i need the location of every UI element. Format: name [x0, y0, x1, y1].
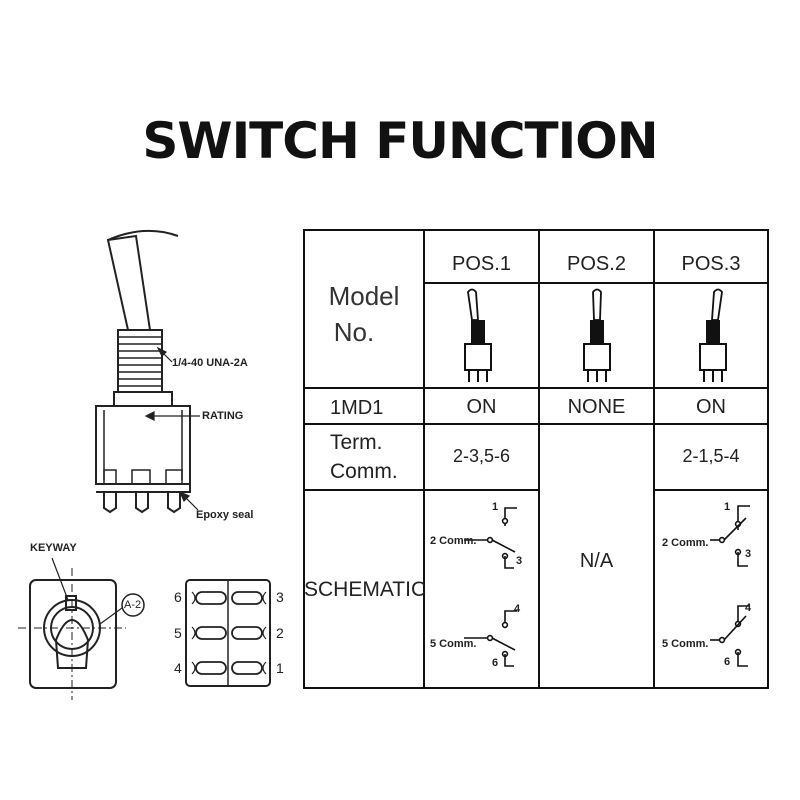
keyway-label: KEYWAY	[30, 542, 77, 554]
toggle-icon-pos1	[464, 288, 492, 382]
lever-arc	[107, 229, 179, 241]
toggle-front-shape	[54, 619, 90, 669]
section-label: A-2	[124, 599, 142, 611]
pin-number-2: 2	[276, 625, 284, 641]
epoxy-seal-label: Epoxy seal	[196, 509, 254, 521]
pos3-terminal-5: 5 Comm.	[662, 638, 709, 650]
pos1-terminal-2: 2 Comm.	[430, 535, 477, 547]
pos1-terminal-3: 3	[516, 555, 523, 567]
pos3-terminal-1: 1	[724, 501, 731, 513]
pos3-terminal-3: 3	[745, 548, 752, 560]
keyway-notch	[65, 595, 77, 611]
term-value-pos3: 2-1,5-4	[682, 446, 740, 466]
term-value-pos1: 2-3,5-6	[452, 446, 511, 466]
pos3-terminal-4: 4	[745, 602, 752, 614]
term-label: Term.	[330, 431, 383, 454]
schematic-pos1	[464, 507, 517, 667]
pin-number-4: 4	[174, 660, 182, 676]
pos1-terminal-6: 6	[492, 657, 499, 669]
table-frame	[303, 229, 769, 689]
pos1-terminal-1: 1	[492, 501, 499, 513]
pin-number-5: 5	[174, 625, 182, 641]
page-title: SWITCH FUNCTION	[142, 112, 658, 170]
pos3-terminal-2: 2 Comm.	[662, 537, 709, 549]
pin-number-6: 6	[174, 589, 182, 605]
thread-spec-label: 1/4-40 UNA-2A	[172, 357, 248, 369]
pin-number-1: 1	[276, 660, 284, 676]
schematic-label: SCHEMATIC	[304, 578, 427, 601]
state-pos2: NONE	[567, 396, 626, 418]
toggle-icon-pos2	[583, 288, 611, 382]
header-pos1: POS.1	[452, 253, 511, 275]
pos3-terminal-6: 6	[724, 656, 731, 668]
header-model: Model	[328, 281, 400, 311]
pin-number-3: 3	[276, 589, 284, 605]
comm-label: Comm.	[330, 460, 398, 483]
schematic-pos3	[710, 505, 750, 667]
na-text: N/A	[579, 550, 614, 572]
header-pos3: POS.3	[681, 253, 741, 275]
toggle-icon-pos3	[699, 288, 727, 382]
model-name: 1MD1	[330, 397, 384, 419]
state-pos3: ON	[696, 396, 726, 418]
header-no: No.	[333, 317, 375, 347]
pos1-terminal-4: 4	[514, 603, 521, 615]
front-view-square	[29, 579, 117, 689]
header-pos2: POS.2	[567, 253, 626, 275]
rating-label: RATING	[202, 410, 244, 422]
state-pos1: ON	[466, 396, 497, 418]
pos1-terminal-5: 5 Comm.	[430, 638, 477, 650]
